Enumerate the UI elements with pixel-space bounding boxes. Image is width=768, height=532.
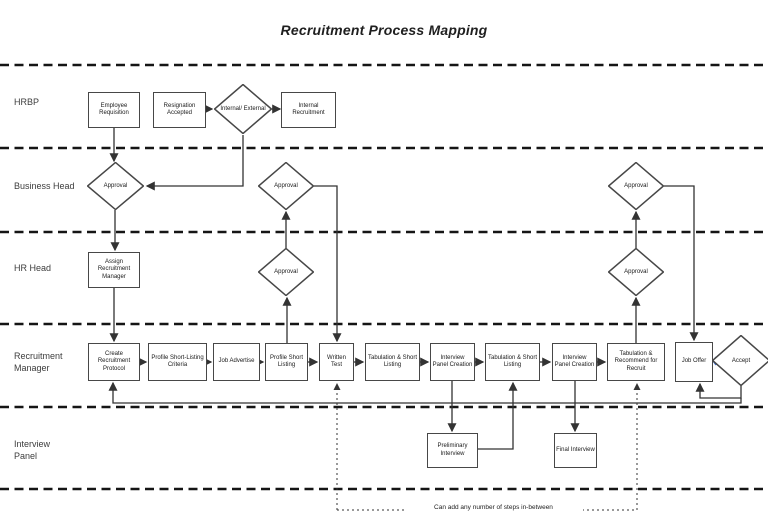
node-preliminary-interview[interactable]: Preliminary Interview bbox=[427, 433, 478, 468]
node-job-advertise[interactable]: Job Advertise bbox=[213, 343, 260, 381]
node-tabulation-short-listing-2[interactable]: Tabulation & Short Listing bbox=[485, 343, 540, 381]
lane-label-hr-head: HR Head bbox=[14, 263, 52, 273]
node-interview-panel-creation-1[interactable]: Interview Panel Creation bbox=[430, 343, 475, 381]
node-written-test[interactable]: Written Test bbox=[319, 343, 354, 381]
node-tabulation-recommend-for-recruit[interactable]: Tabulation & Recommend for Recruit bbox=[607, 343, 665, 381]
lane-label-interview-panel: Interview Panel bbox=[14, 439, 51, 462]
node-approval-business-head-right[interactable]: Approval bbox=[608, 162, 664, 210]
node-profile-short-listing[interactable]: Profile Short Listing bbox=[265, 343, 308, 381]
lane-label-hrbp: HRBP bbox=[14, 97, 40, 107]
node-approval-business-head-left[interactable]: Approval bbox=[87, 162, 144, 210]
lane-label-recruitment-manager: Recruitment Manager bbox=[14, 351, 63, 374]
node-employee-requisition[interactable]: Employee Requisition bbox=[88, 92, 140, 128]
lane-separators bbox=[0, 63, 768, 491]
node-internal-recruitment[interactable]: Internal Recruitment bbox=[281, 92, 336, 128]
node-approval-hr-head-mid[interactable]: Approval bbox=[258, 248, 314, 296]
node-assign-recruitment-manager[interactable]: Assign Recruitment Manager bbox=[88, 252, 140, 288]
lane-label-business-head: Business Head bbox=[14, 181, 75, 191]
node-resignation-accepted[interactable]: Resignation Accepted bbox=[153, 92, 206, 128]
node-job-offer[interactable]: Job Offer bbox=[675, 342, 713, 382]
node-accept-decision[interactable]: Accept bbox=[712, 335, 768, 386]
node-internal-external-decision[interactable]: Internal/ External bbox=[214, 84, 272, 134]
page-title: Recruitment Process Mapping bbox=[280, 22, 488, 38]
node-approval-hr-head-right[interactable]: Approval bbox=[608, 248, 664, 296]
node-interview-panel-creation-2[interactable]: Interview Panel Creation bbox=[552, 343, 597, 381]
node-tabulation-short-listing-1[interactable]: Tabulation & Short Listing bbox=[365, 343, 420, 381]
node-final-interview[interactable]: Final Interview bbox=[554, 433, 597, 468]
feedback-loop bbox=[108, 381, 742, 404]
flow-connectors bbox=[109, 104, 699, 450]
node-create-recruitment-protocol[interactable]: Create Recruitment Protocol bbox=[88, 343, 140, 381]
node-profile-shortlisting-criteria[interactable]: Profile Short-Listing Criteria bbox=[148, 343, 207, 381]
node-approval-business-head-mid[interactable]: Approval bbox=[258, 162, 314, 210]
insert-steps-annotation: Can add any number of steps in-between bbox=[404, 504, 583, 511]
